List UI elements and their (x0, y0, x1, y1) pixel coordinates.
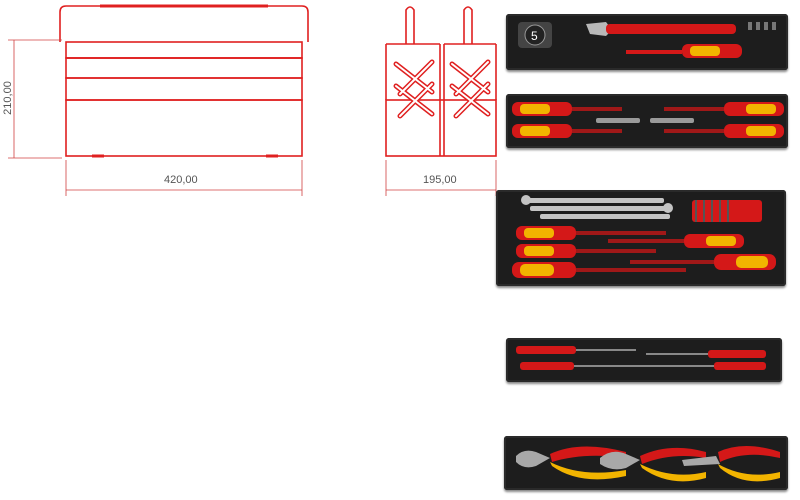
side-handle-right (463, 6, 473, 44)
bits-tray1 (748, 22, 776, 30)
bit-holder (596, 118, 694, 123)
screwdriver-left-bottom (512, 124, 622, 138)
screwdriver-tray3-1 (516, 226, 666, 240)
svg-text:5: 5 (531, 29, 538, 43)
adjustable-wrench (586, 22, 736, 36)
screwdriver-tray3-2 (608, 234, 744, 248)
front-view-dimensions (8, 39, 303, 196)
tray-small-drivers (506, 338, 782, 382)
width-dimension-label: 420,00 (164, 174, 198, 186)
screwdriver-tray3-5 (630, 254, 776, 270)
side-view (385, 6, 497, 157)
base-body-outline (65, 99, 303, 157)
precision-screwdriver-3 (520, 362, 766, 370)
cutter-pliers (516, 446, 626, 480)
screwdriver-right-top (664, 102, 784, 116)
hex-key-set (692, 200, 762, 222)
precision-screwdriver-2 (646, 350, 766, 358)
screwdriver-tray3-4 (512, 262, 686, 278)
front-view (59, 4, 309, 158)
screwdriver-left-top (512, 102, 622, 116)
screwdriver-tray3-3 (516, 244, 656, 258)
depth-dimension-label: 195,00 (423, 174, 457, 186)
combination-wrenches (521, 195, 673, 219)
cantilever-arms-inner (395, 61, 489, 117)
screwdriver-tray1 (626, 44, 742, 58)
combination-pliers (600, 447, 706, 482)
screwdriver-right-bottom (664, 124, 784, 138)
side-handle-left (405, 6, 415, 44)
tape-measure: 5 (518, 22, 552, 48)
side-base (385, 99, 497, 157)
long-nose-pliers (682, 446, 780, 482)
tray-measure-wrench (506, 14, 788, 70)
precision-screwdriver-1 (516, 346, 636, 354)
